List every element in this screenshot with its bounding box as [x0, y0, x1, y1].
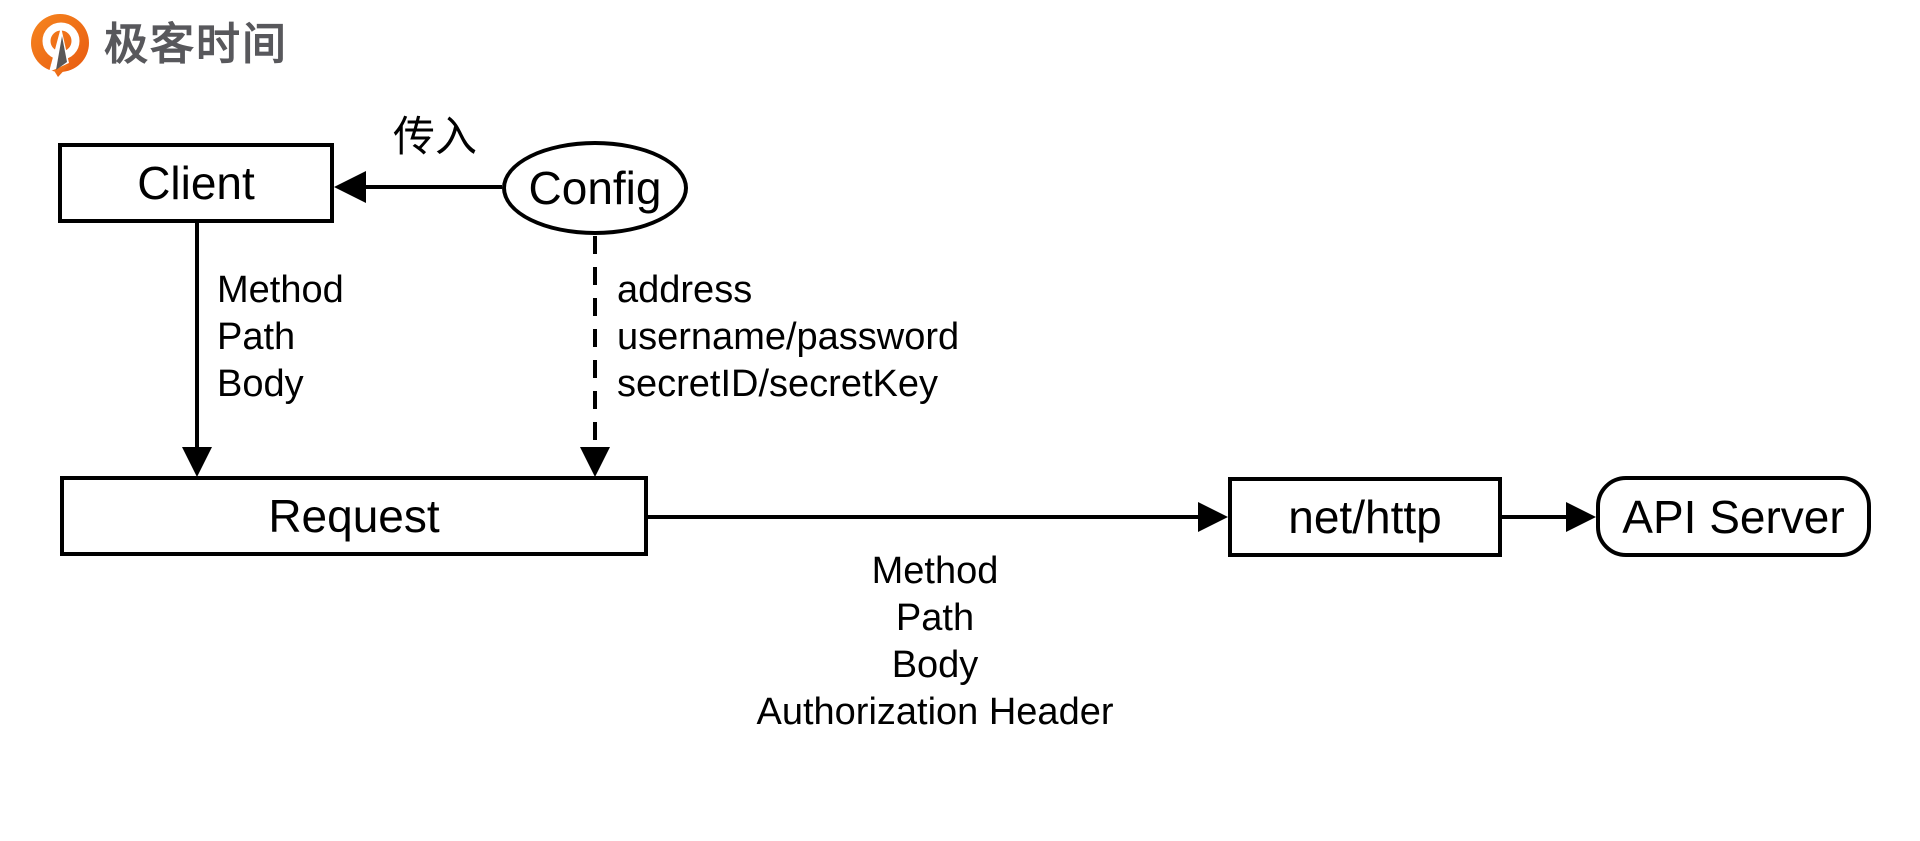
- edge-request-to-nethttp: [648, 502, 1228, 532]
- brand-header: 极客时间: [28, 12, 288, 78]
- node-api-server: API Server: [1596, 476, 1871, 557]
- node-client-label: Client: [137, 157, 255, 209]
- node-net-http: net/http: [1228, 477, 1502, 557]
- node-config-label: Config: [528, 162, 662, 214]
- node-config: Config: [502, 141, 688, 235]
- edge-config-to-request: [580, 236, 610, 477]
- node-request-label: Request: [268, 490, 440, 542]
- edge-label-client-to-request: Method Path Body: [217, 269, 344, 405]
- node-api-server-label: API Server: [1622, 490, 1845, 543]
- brand-name: 极客时间: [104, 20, 288, 69]
- geektime-logo-icon: [31, 14, 89, 77]
- edge-label-config-to-client: 传入: [392, 113, 477, 160]
- node-request: Request: [60, 476, 648, 556]
- edge-config-to-client: [334, 171, 502, 203]
- node-net-http-label: net/http: [1288, 491, 1442, 543]
- edge-nethttp-to-apiserver: [1502, 502, 1596, 532]
- edge-label-request-to-nethttp: Method Path Body Authorization Header: [756, 550, 1114, 733]
- edge-label-config-to-request: address username/password secretID/secre…: [617, 269, 960, 405]
- edge-client-to-request: [182, 223, 212, 477]
- node-client: Client: [58, 143, 334, 223]
